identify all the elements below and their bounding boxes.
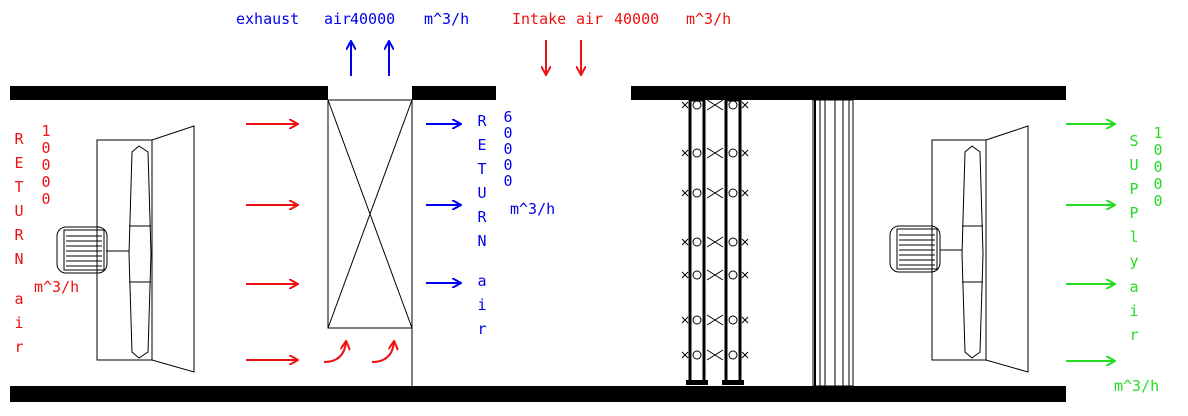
exhaust-air-word: air xyxy=(324,10,351,28)
fan-motor-icon xyxy=(56,226,108,274)
fan-blade-right xyxy=(961,145,984,359)
filter-icon xyxy=(812,99,854,387)
supply-fan-right xyxy=(889,125,1029,373)
supply-unit: m^3/h xyxy=(1114,377,1159,395)
fan-blade xyxy=(128,145,152,359)
return-unit: m^3/h xyxy=(34,278,79,296)
return-curve-arrow-1 xyxy=(323,342,346,363)
fan-housing xyxy=(96,125,195,373)
intake-air-word: air xyxy=(576,10,603,28)
exhaust-unit: m^3/h xyxy=(424,10,469,28)
duct-top-left xyxy=(10,86,328,100)
intake-flow: 40000 xyxy=(614,10,659,28)
exhaust-flow: 40000 xyxy=(350,10,395,28)
exhaust-label: exhaust air 40000 m^3/h xyxy=(236,10,469,28)
supply-fan-left xyxy=(56,125,195,373)
heat-exchanger-icon xyxy=(327,99,413,386)
duct-top-right xyxy=(631,86,1066,100)
exhaust-word: exhaust xyxy=(236,10,299,28)
duct-bottom xyxy=(10,386,1066,402)
intake-word: Intake xyxy=(512,10,566,28)
intake-unit: m^3/h xyxy=(686,10,731,28)
intake-label: Intake air 40000 m^3/h xyxy=(512,10,731,28)
return2-unit: m^3/h xyxy=(510,200,555,218)
fan-motor-icon-right xyxy=(889,225,941,273)
duct-top-mid xyxy=(412,86,496,100)
coil-icon xyxy=(681,98,749,385)
return-curve-arrow-2 xyxy=(371,342,394,363)
